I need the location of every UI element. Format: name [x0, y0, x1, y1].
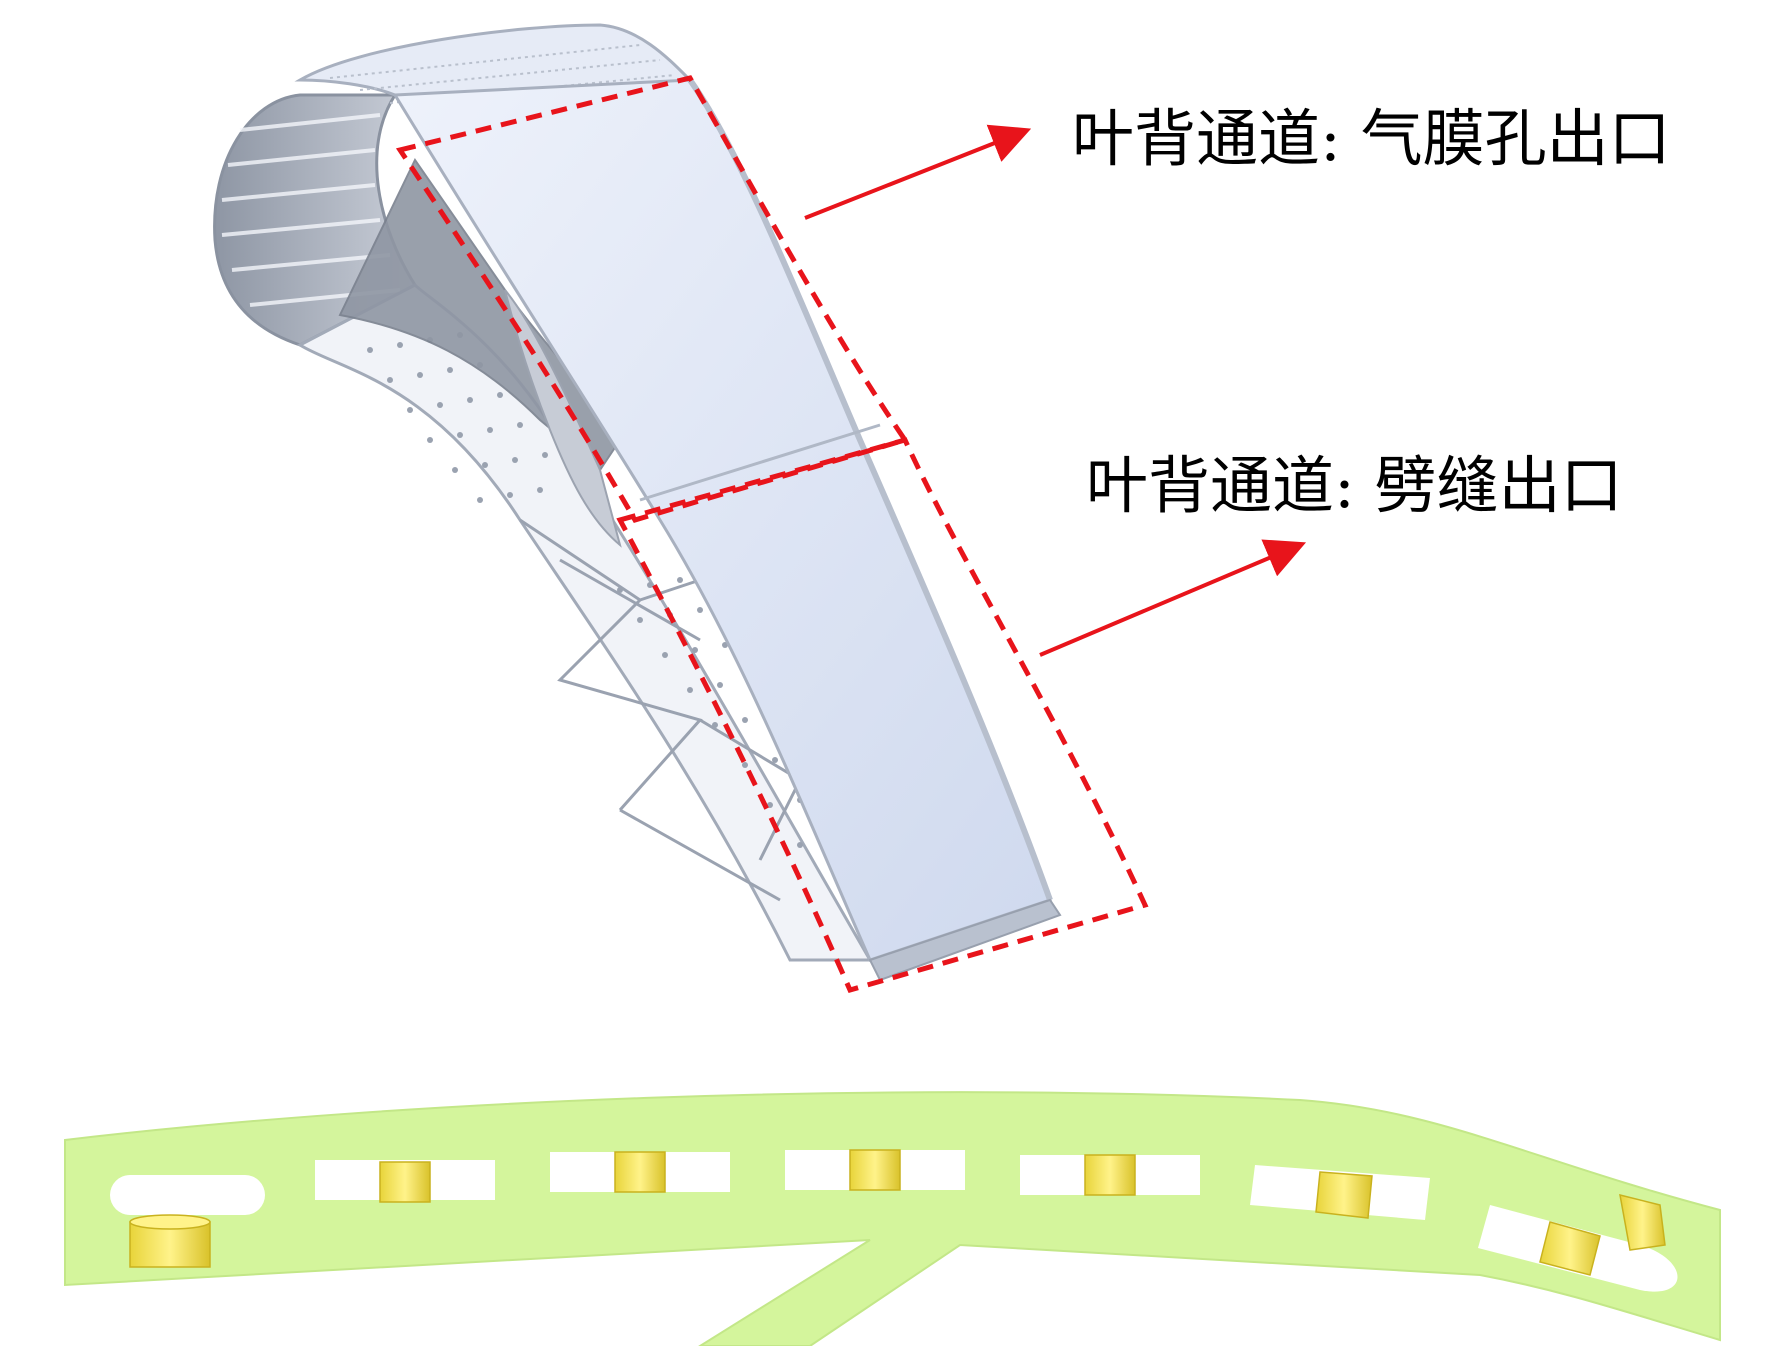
- right-arrow-icon: [1039, 539, 1307, 657]
- callout-arrows: [804, 124, 1307, 657]
- pin-fin: [1619, 1193, 1666, 1251]
- cooling-channel: [110, 1175, 265, 1215]
- slot-outlet-label: 叶背通道: 劈缝出口: [1086, 449, 1623, 522]
- highlight-boxes: [395, 75, 1149, 994]
- pin-fin: [379, 1161, 431, 1203]
- film-hole-outlet-box: [395, 75, 909, 523]
- pin-fin: [849, 1149, 901, 1191]
- right-arrow-icon: [804, 124, 1032, 220]
- pin-fins: [129, 1149, 1666, 1276]
- trailing-edge: [868, 898, 1062, 982]
- film-hole-outlet-label: 叶背通道: 气膜孔出口: [1072, 102, 1671, 175]
- section-line: [639, 423, 881, 502]
- pin-fin: [1084, 1154, 1136, 1196]
- pin-fin: [1539, 1221, 1601, 1276]
- slot-outlet-box: [616, 437, 1149, 994]
- pin-fin: [614, 1151, 666, 1193]
- section-band: [64, 1091, 1721, 1346]
- cross-section-view: [64, 1091, 1721, 1346]
- pin-fin: [1315, 1171, 1373, 1219]
